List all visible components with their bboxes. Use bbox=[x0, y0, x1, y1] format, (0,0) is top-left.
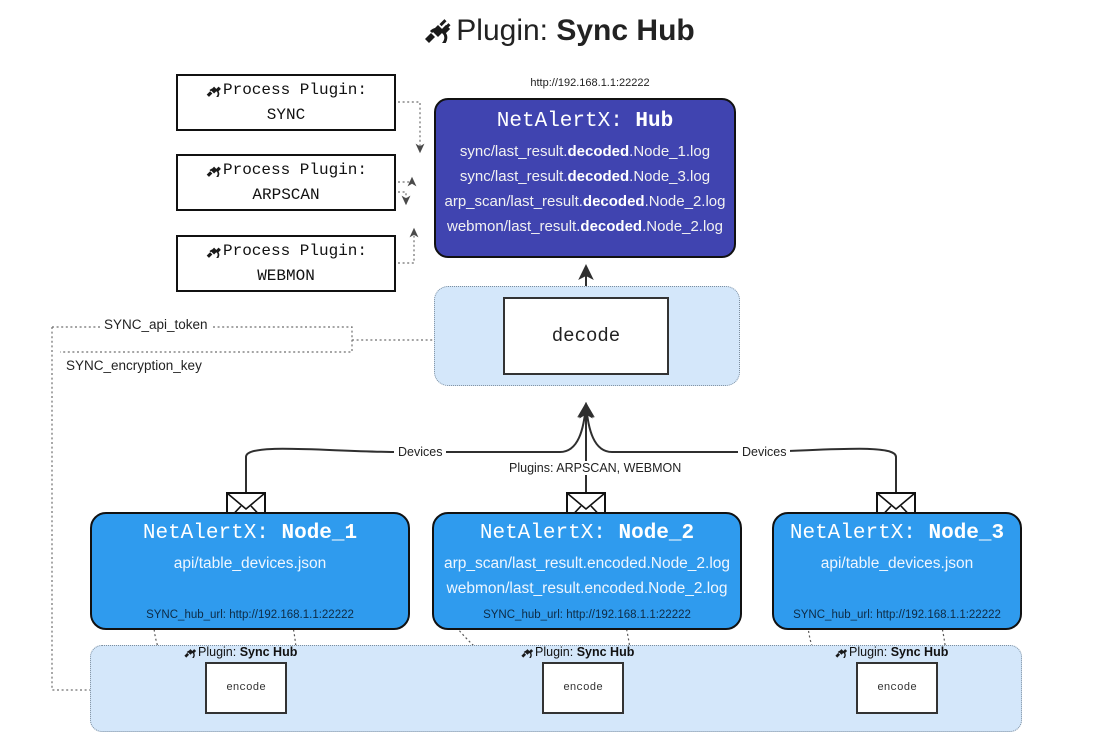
node-line-list: api/table_devices.json bbox=[774, 551, 1020, 576]
process-plugin-line1: Process Plugin: bbox=[205, 240, 367, 265]
node-line-list: arp_scan/last_result.encoded.Node_2.log … bbox=[434, 551, 740, 601]
node-line-list: api/table_devices.json bbox=[92, 551, 408, 576]
plug-icon bbox=[834, 647, 848, 661]
edge-label-devices-right: Devices bbox=[738, 445, 791, 459]
process-plugin-label: Process Plugin: bbox=[222, 161, 368, 179]
node-box-node3[interactable]: NetAlertX: Node_3 api/table_devices.json… bbox=[772, 512, 1022, 630]
hub-title-prefix: NetAlertX: bbox=[496, 110, 636, 133]
decode-box[interactable]: decode bbox=[503, 297, 669, 375]
process-plugin-sync[interactable]: Process Plugin: SYNC bbox=[176, 74, 396, 131]
node-line: api/table_devices.json bbox=[173, 555, 327, 572]
node-title: NetAlertX: Node_2 bbox=[434, 522, 740, 545]
edge-label-devices-left: Devices bbox=[394, 445, 447, 459]
page-title-prefix: Plugin: bbox=[456, 14, 557, 47]
node-title-prefix: NetAlertX: bbox=[142, 522, 282, 545]
log-mid: decoded bbox=[580, 218, 643, 235]
encoder-plugin-label-3: Plugin: Sync Hub bbox=[834, 645, 948, 661]
node-hub-url: SYNC_hub_url: http://192.168.1.1:22222 bbox=[146, 609, 354, 621]
process-plugin-line1: Process Plugin: bbox=[205, 79, 367, 104]
plug-icon bbox=[205, 84, 222, 102]
edge-keys-to-encoders bbox=[51, 327, 200, 695]
sync-api-token-label: SYNC_api_token bbox=[100, 317, 212, 332]
log-mid: decoded bbox=[567, 168, 630, 185]
node-title-prefix: NetAlertX: bbox=[789, 522, 929, 545]
log-mid: decoded bbox=[582, 193, 645, 210]
plug-icon bbox=[183, 647, 197, 661]
log-post: .Node_2.log bbox=[644, 193, 726, 210]
log-pre: arp_scan/last_result. bbox=[444, 193, 583, 210]
node-hub-url: SYNC_hub_url: http://192.168.1.1:22222 bbox=[483, 609, 691, 621]
node-box-node2[interactable]: NetAlertX: Node_2 arp_scan/last_result.e… bbox=[432, 512, 742, 630]
encode-box-3[interactable]: encode bbox=[856, 662, 938, 714]
log-pre: sync/last_result. bbox=[459, 168, 568, 185]
node-line: arp_scan/last_result.encoded.Node_2.log bbox=[443, 555, 731, 572]
encoder-label-prefix: Plugin: bbox=[198, 645, 240, 659]
plug-icon bbox=[205, 164, 222, 182]
log-mid: decoded bbox=[567, 143, 630, 160]
plug-icon bbox=[205, 245, 222, 263]
hub-log-list: sync/last_result.decoded.Node_1.log sync… bbox=[436, 139, 734, 239]
encoder-label-prefix: Plugin: bbox=[535, 645, 577, 659]
process-plugin-text: Process Plugin: SYNC bbox=[205, 79, 367, 126]
process-plugin-webmon[interactable]: Process Plugin: WEBMON bbox=[176, 235, 396, 292]
process-plugin-arpscan[interactable]: Process Plugin: ARPSCAN bbox=[176, 154, 396, 211]
hub-title-name: Hub bbox=[635, 110, 674, 133]
plug-icon bbox=[520, 647, 534, 661]
hub-title: NetAlertX: Hub bbox=[436, 110, 734, 133]
hub-log-line: arp_scan/last_result.decoded.Node_2.log bbox=[436, 189, 734, 214]
encoder-label-name: Sync Hub bbox=[576, 645, 635, 659]
process-plugin-name: ARPSCAN bbox=[252, 186, 320, 204]
node-line: webmon/last_result.encoded.Node_2.log bbox=[446, 580, 728, 597]
process-plugin-name: WEBMON bbox=[257, 267, 315, 285]
node-title-name: Node_2 bbox=[618, 522, 695, 545]
log-post: .Node_2.log bbox=[642, 218, 723, 235]
log-pre: sync/last_result. bbox=[459, 143, 568, 160]
node-hub-url: SYNC_hub_url: http://192.168.1.1:22222 bbox=[793, 609, 1001, 621]
edge-arpscan-to-log3 bbox=[398, 191, 411, 206]
encoder-label-name: Sync Hub bbox=[239, 645, 298, 659]
page-title-name: Sync Hub bbox=[556, 14, 695, 47]
process-plugin-text: Process Plugin: ARPSCAN bbox=[205, 159, 367, 206]
encoder-plugin-label-1: Plugin: Sync Hub bbox=[183, 645, 297, 661]
encode-box-1[interactable]: encode bbox=[205, 662, 287, 714]
encoder-label-prefix: Plugin: bbox=[849, 645, 891, 659]
node-title: NetAlertX: Node_3 bbox=[774, 522, 1020, 545]
process-plugin-label: Process Plugin: bbox=[222, 81, 368, 99]
encoder-plugin-label-2: Plugin: Sync Hub bbox=[520, 645, 634, 661]
edge-sync-to-log1 bbox=[398, 101, 425, 154]
node-title-name: Node_3 bbox=[928, 522, 1005, 545]
plug-icon bbox=[422, 17, 452, 51]
node-title: NetAlertX: Node_1 bbox=[92, 522, 408, 545]
hub-log-line: sync/last_result.decoded.Node_3.log bbox=[436, 164, 734, 189]
edge-label-plugins: Plugins: ARPSCAN, WEBMON bbox=[505, 461, 686, 475]
process-plugin-text: Process Plugin: WEBMON bbox=[205, 240, 367, 287]
node-box-node1[interactable]: NetAlertX: Node_1 api/table_devices.json… bbox=[90, 512, 410, 630]
process-plugin-line1: Process Plugin: bbox=[205, 159, 367, 184]
hub-log-line: sync/last_result.decoded.Node_1.log bbox=[436, 139, 734, 164]
encoder-label-name: Sync Hub bbox=[890, 645, 949, 659]
hub-box[interactable]: NetAlertX: Hub sync/last_result.decoded.… bbox=[434, 98, 736, 258]
log-post: .Node_3.log bbox=[629, 168, 711, 185]
node-title-name: Node_1 bbox=[281, 522, 358, 545]
process-plugin-label: Process Plugin: bbox=[222, 242, 368, 260]
hub-url-caption: http://192.168.1.1:22222 bbox=[530, 77, 650, 89]
log-post: .Node_1.log bbox=[629, 143, 711, 160]
node-title-prefix: NetAlertX: bbox=[479, 522, 619, 545]
process-plugin-name: SYNC bbox=[266, 106, 306, 124]
node-line: api/table_devices.json bbox=[820, 555, 974, 572]
edge-arpscan-to-log2 bbox=[398, 176, 417, 187]
page-title: Plugin: Sync Hub bbox=[0, 14, 1117, 51]
hub-log-line: webmon/last_result.decoded.Node_2.log bbox=[436, 214, 734, 239]
sync-encryption-key-label: SYNC_encryption_key bbox=[62, 358, 206, 373]
encode-box-2[interactable]: encode bbox=[542, 662, 624, 714]
log-pre: webmon/last_result. bbox=[447, 218, 581, 235]
edge-webmon-to-log4 bbox=[398, 227, 419, 264]
